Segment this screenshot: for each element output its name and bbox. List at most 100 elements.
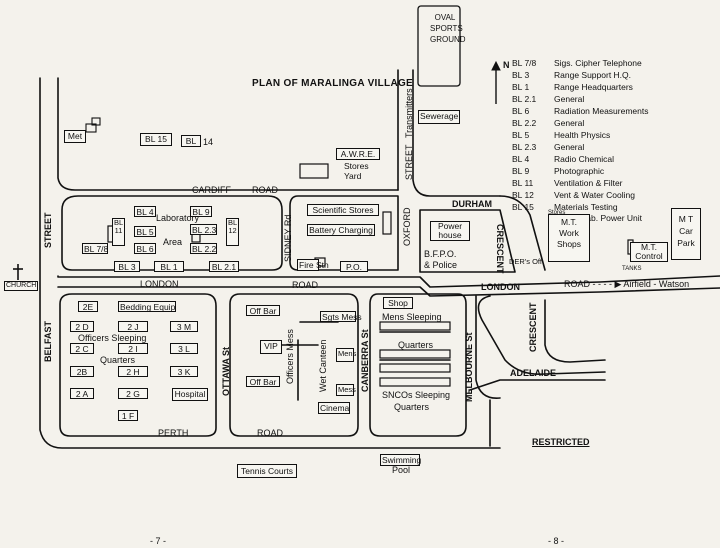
oxford-street-label: OXFORD [402,207,412,246]
area-label: Area [163,237,183,247]
sncos-sleeping-label: SNCOs Sleeping [382,390,451,400]
mens-hut-4 [379,377,451,387]
sgts-mess-building: Sgts Mess [320,311,362,322]
melbourne-street-label: MELBOURNE St [464,332,474,403]
belfast-street-label: STREET [43,212,53,248]
vip-building: VIP [260,340,282,354]
bl1-building: BL 1 [154,261,184,272]
durham-block-outline [419,209,516,273]
mess-block-outline [229,293,359,437]
crescent-south-inner [544,299,606,363]
cardiff-road-suffix: ROAD [252,185,279,195]
fire-station-building: Fire Stn [297,259,329,271]
wet-canteen-label: Wet Canteen [318,339,328,392]
belfast-label: BELFAST [43,320,53,362]
legend-row: BL 14 Stab. Power Unit [554,213,643,223]
bl5-building: BL 5 [134,226,156,237]
north-label: N [503,60,510,70]
shop-building: Shop [383,297,413,309]
scientific-stores-building: Scientific Stores [307,204,379,216]
adelaide-road-label: ADELAIDE [510,368,557,378]
london-road-west-label: LONDON [140,279,179,289]
hut-2c: 2 C [70,343,94,354]
mens-mess-building: Mens [336,348,356,362]
mess-building: Mess [336,384,356,396]
hut-2e: 2E [78,301,98,312]
london-road-east-label: LONDON [481,282,520,292]
transmitters-label: Transmitters [404,88,414,138]
hospital-building: Hospital [172,388,208,401]
bl21-building: BL 2.1 [209,261,239,272]
sewerage-building: Sewerage [418,110,460,124]
oval-sports-ground-label: OVAL SPORTS GROUND [430,13,466,44]
officers-block-outline [59,293,217,437]
sncos-quarters-label: Quarters [394,402,430,412]
met-annex-b [91,117,101,126]
laboratory-label: Laboratory [156,213,200,223]
hut-2b: 2B [70,366,94,377]
hut-3k: 3 K [170,366,198,377]
mens-hut-1 [379,321,451,331]
perth-road-label: PERTH [158,428,189,438]
north-arrow [491,60,501,104]
bl78-building: BL 7/8 [82,243,109,254]
off-bar-bottom-building: Off Bar [246,376,280,387]
bl6-building: BL 6 [134,243,156,254]
page-number-right: - 8 - [548,536,565,546]
crescent-east [499,195,546,271]
bl12-building: BL 12 [226,218,239,246]
bl14-number: 14 [203,137,214,147]
awre-building: A.W.R.E. [336,148,380,160]
mt-control-building: M.T. Control [630,242,668,262]
mens-quarters-label: Quarters [398,340,434,350]
crescent-south-label: CRESCENT [528,302,538,352]
church-cross-icon [13,264,23,280]
ders-office-label: DER's Off. [509,257,545,266]
ottawa-street-label: OTTAWA St [221,347,231,396]
cardiff-road-label: CARDIFF [192,185,231,195]
hut-2i: 2 I [118,343,148,354]
adelaide-road-line [469,379,606,391]
hut-2h: 2 H [118,366,148,377]
police-label: & Police [424,260,458,270]
bl22-building: BL 2.2 [190,243,217,254]
swimming-pool-building: Swimming [380,454,422,466]
hut-2j: 2 J [118,321,148,332]
crescent-east-label: CRESCENT [495,224,505,274]
page-number-left: - 7 - [150,536,167,546]
mens-sleeping-label: Mens Sleeping [382,312,442,322]
restricted-label: RESTRICTED [532,437,590,447]
officers-mess-label: Officers Mess [285,329,295,384]
quarters-label: Quarters [100,355,136,365]
hut-1f: 1 F [118,410,138,421]
hut-2a: 2 A [70,388,94,399]
battery-charging-building: Battery Charging [307,224,375,236]
melbourne-street-line [475,295,501,399]
mt-work-shops-building: M.T. Work Shops [548,214,590,262]
power-house-building: Power house [430,221,470,241]
mens-hut-3 [379,363,451,373]
church-building: CHURCH [4,281,38,291]
mens-block-outline [369,293,467,437]
met-building: Met [64,130,86,143]
off-bar-top-building: Off Bar [246,305,280,316]
belfast-street-line [39,77,501,449]
canberra-street-label: CANBERRA St [360,329,370,392]
oxford-street-line-b [412,69,501,197]
bl4-building: BL 4 [134,206,156,217]
shed-central [382,211,392,235]
shed-near-awre [299,163,329,179]
bl9-building: BL 9 [190,206,212,217]
